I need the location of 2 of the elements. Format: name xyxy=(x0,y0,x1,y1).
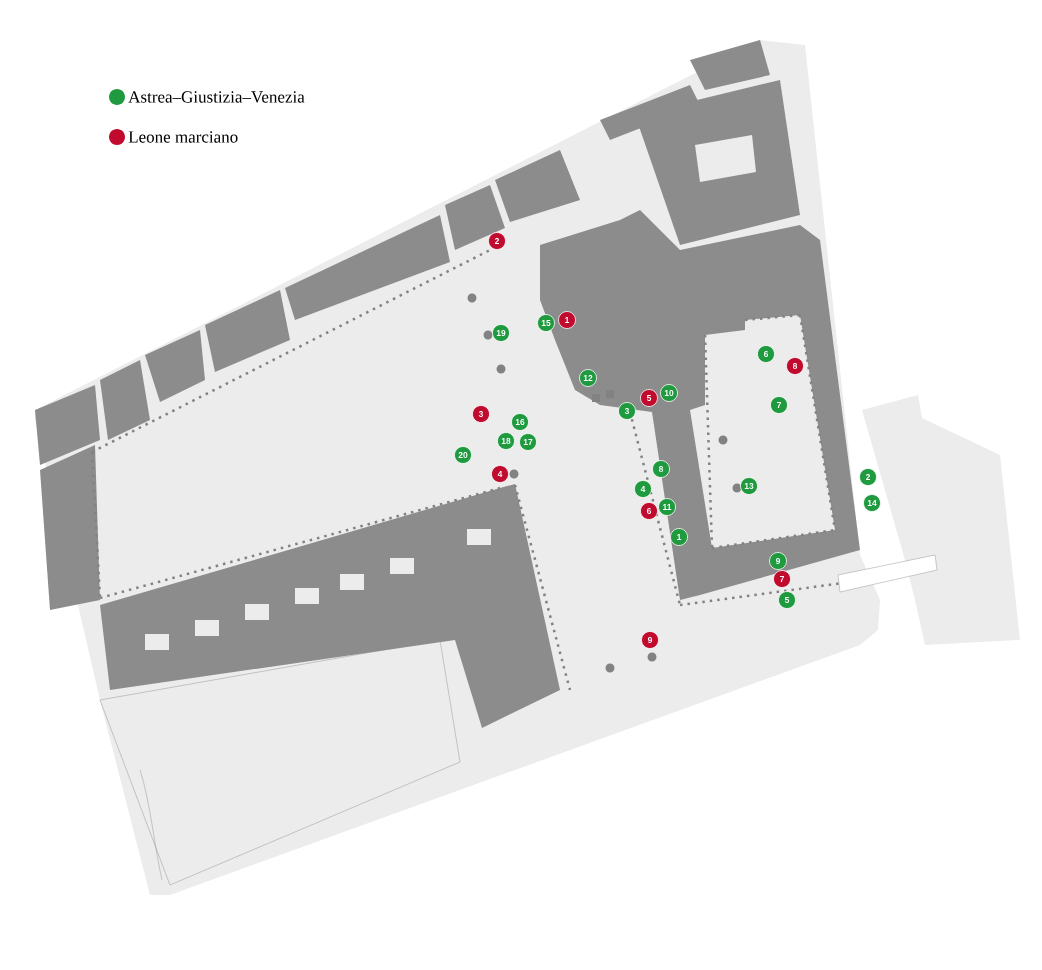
legend-label: Leone marciano xyxy=(128,131,238,143)
legend-label: Astrea–Giustizia–Venezia xyxy=(128,91,305,103)
